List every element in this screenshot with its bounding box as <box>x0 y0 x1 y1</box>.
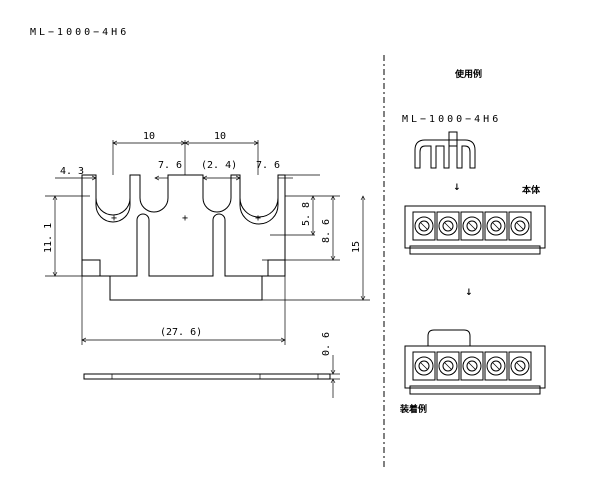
terminal-block-body <box>404 205 546 255</box>
dim-total-height: 15 <box>351 241 362 253</box>
dim-thickness: 0. 6 <box>321 332 332 356</box>
dim-slot-a: 7. 6 <box>158 160 182 171</box>
short-bar-front-view: + + + <box>81 174 286 301</box>
usage-heading: 使用例 <box>454 68 482 80</box>
mounted-label: 装着例 <box>399 403 427 415</box>
svg-text:+: + <box>255 213 261 224</box>
dim-left-margin: 4. 3 <box>60 166 84 177</box>
dim-left-height: 11. 1 <box>43 223 54 253</box>
short-bar-side-view <box>83 355 340 398</box>
dim-slot-b: 7. 6 <box>256 160 280 171</box>
extension-lines <box>45 140 370 345</box>
dim-pitch-2: 10 <box>214 131 226 142</box>
dim-slot-depth: 5. 8 <box>301 202 312 226</box>
arrow-down-icon-2: ↓ <box>465 288 473 298</box>
dim-pitch-1: 10 <box>143 131 155 142</box>
body-label: 本体 <box>522 184 541 196</box>
drawing-title: ML−1000−4H6 <box>30 27 129 38</box>
usage-model: ML−1000−4H6 <box>402 114 501 125</box>
terminal-block-mounted <box>404 329 546 395</box>
short-bar-icon <box>414 131 476 169</box>
dim-mid-height: 8. 6 <box>321 219 332 243</box>
arrow-down-icon: ↓ <box>453 183 461 193</box>
dim-slot-ref: (2. 4) <box>201 160 237 171</box>
svg-text:+: + <box>111 213 117 224</box>
svg-text:+: + <box>182 213 188 224</box>
dim-overall-width: (27. 6) <box>160 327 202 338</box>
